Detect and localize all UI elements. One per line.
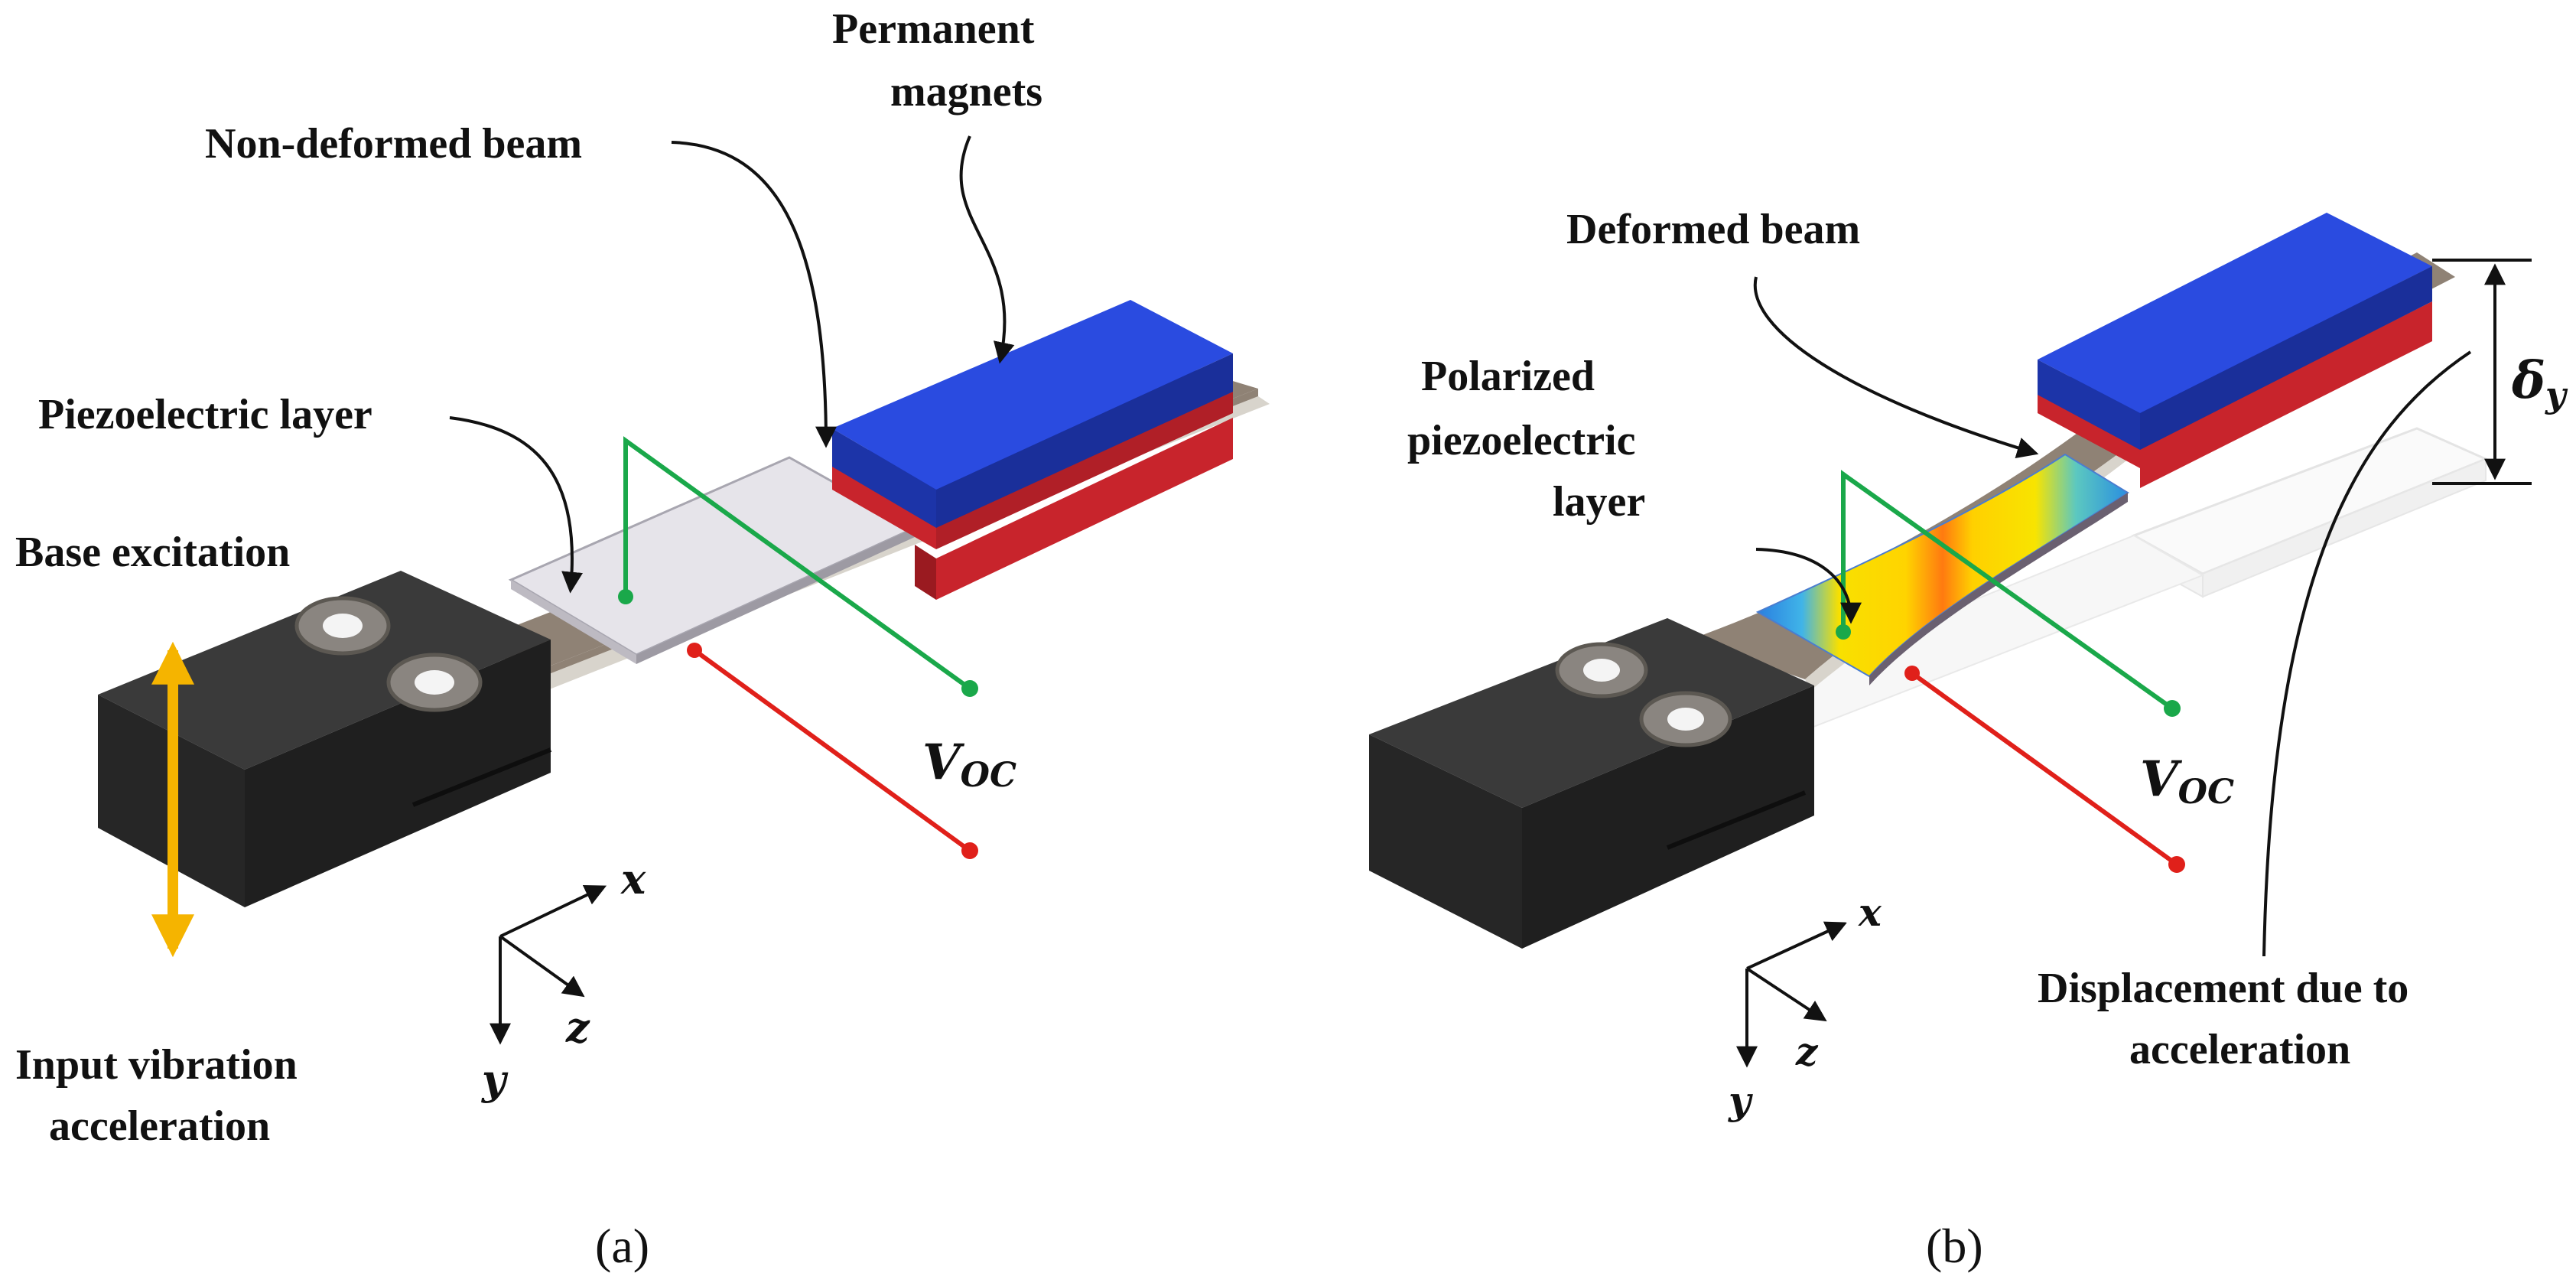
label-deformed-beam: Deformed beam (1566, 206, 1860, 253)
label-voc-a: VOC (922, 734, 1016, 795)
label-polarized-3: layer (1553, 478, 1645, 526)
label-permanent-1: Permanent (832, 5, 1035, 53)
label-polarized-2: piezoelectric (1407, 417, 1635, 464)
red-terminal-b (1904, 666, 1920, 681)
axes-a (490, 885, 607, 1045)
label-delta-y: δy (2511, 350, 2568, 415)
green-wire-b (1841, 470, 2174, 711)
panel-a: Permanent magnets Non-deformed beam Piez… (15, 5, 1270, 1273)
red-terminal-a-end (961, 842, 978, 859)
caption-b: (b) (1926, 1219, 1983, 1273)
label-voc-b: VOC (2140, 750, 2234, 812)
axis-y-b: y (1728, 1078, 1753, 1123)
axis-y-a: y (481, 1055, 509, 1104)
permanent-magnets-a (832, 300, 1233, 600)
axis-z-b: z (1795, 1029, 1819, 1074)
label-input-vibration-1: Input vibration (15, 1041, 298, 1089)
label-displacement-1: Displacement due to (2038, 965, 2408, 1012)
axes-b (1736, 921, 1848, 1068)
red-wire-a (693, 648, 971, 853)
axis-x-a: x (620, 855, 646, 903)
label-polarized-1: Polarized (1421, 353, 1595, 400)
leader-deformed-beam (1753, 276, 2039, 458)
leader-piezoelectric-layer (449, 416, 584, 594)
green-terminal-a (618, 589, 633, 604)
base-clamp-a (98, 571, 552, 907)
permanent-magnets-b (2038, 213, 2432, 488)
base-clamp-b (1369, 618, 1814, 949)
panel-b: Deformed beam Polarized piezoelectric la… (1369, 206, 2568, 1273)
caption-a: (a) (595, 1219, 649, 1273)
leader-non-deformed-beam (671, 141, 837, 448)
axis-x-b: x (1858, 890, 1882, 935)
green-wire-a (623, 436, 971, 691)
red-terminal-a (687, 643, 702, 658)
axis-z-a: z (565, 1003, 590, 1052)
green-terminal-b (1836, 624, 1851, 640)
red-terminal-b-end (2168, 856, 2185, 873)
leader-polarized-layer (1755, 548, 1862, 624)
delta-dimension (2432, 259, 2532, 485)
label-displacement-2: acceleration (2129, 1026, 2350, 1073)
leader-displacement (2262, 350, 2472, 957)
label-non-deformed-beam: Non-deformed beam (205, 120, 582, 168)
green-terminal-b-end (2164, 700, 2181, 717)
label-base-excitation: Base excitation (15, 529, 290, 576)
label-input-vibration-2: acceleration (49, 1102, 270, 1150)
label-permanent-2: magnets (890, 68, 1042, 116)
label-piezoelectric-layer: Piezoelectric layer (38, 391, 372, 438)
red-wire-b (1911, 671, 2178, 867)
green-terminal-a-end (961, 680, 978, 697)
leader-permanent-magnets (959, 135, 1015, 364)
